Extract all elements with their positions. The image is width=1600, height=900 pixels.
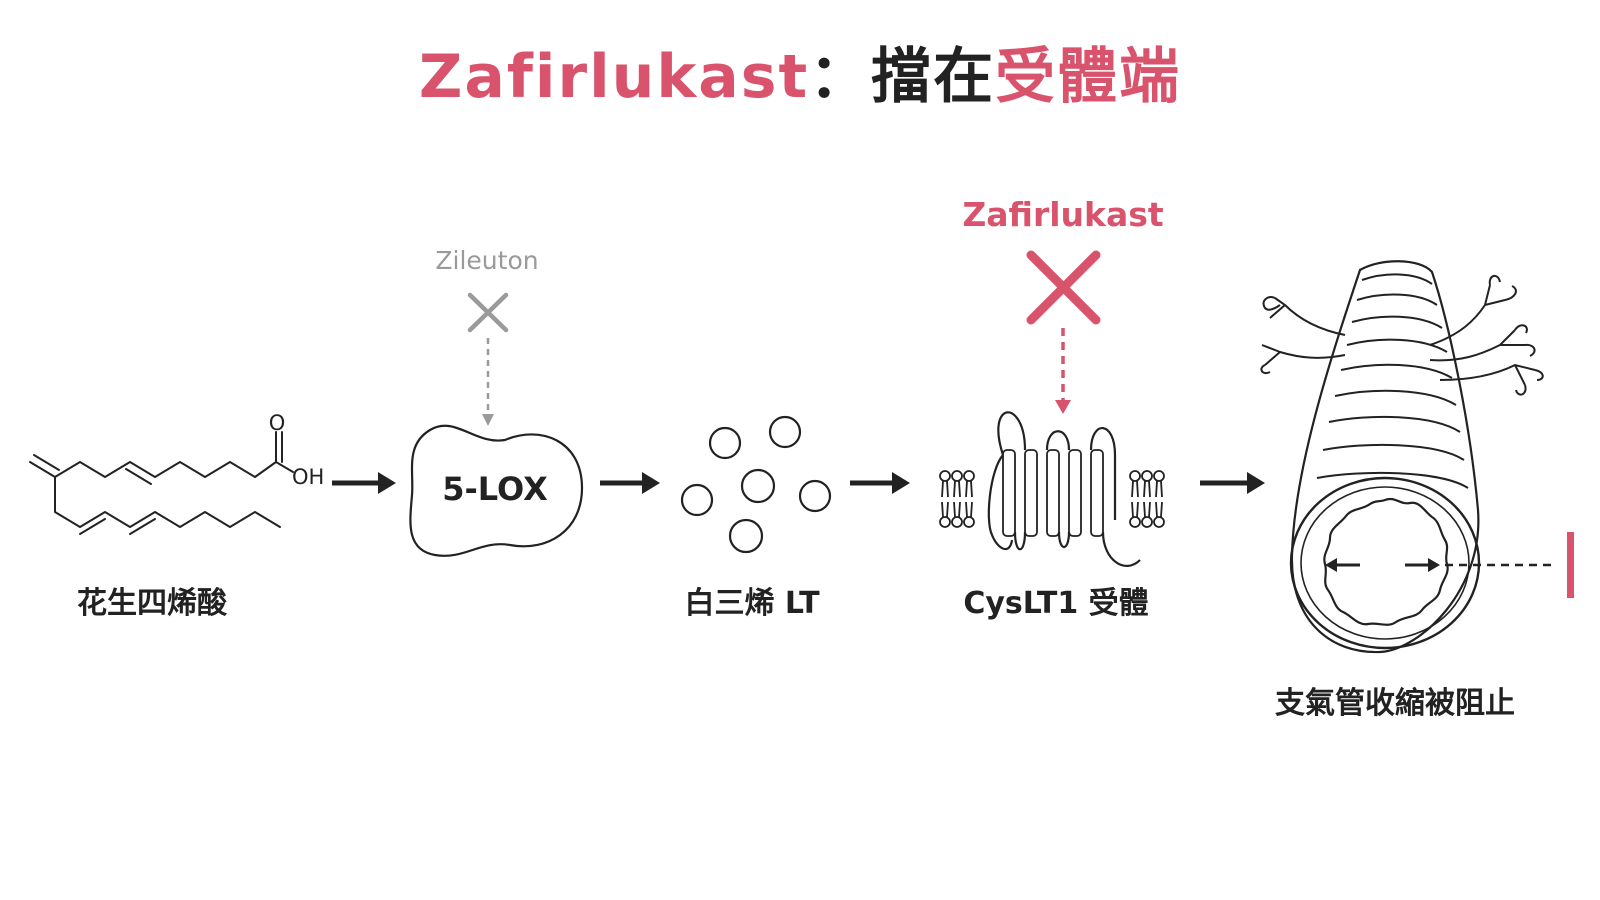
leukotriene-molecules	[680, 415, 832, 554]
membrane-left	[939, 470, 975, 528]
membrane-right	[1129, 470, 1165, 528]
bronchus-graphic	[1260, 260, 1544, 654]
zileuton-x-icon	[467, 292, 509, 333]
hydroxyl-group: OH	[292, 465, 324, 489]
stop-bar	[1567, 532, 1574, 598]
inhibitor-label-zafirlukast: Zafirlukast	[962, 195, 1164, 234]
inhibitor-label-zileuton: Zileuton	[435, 246, 539, 275]
title-drug: Zafirlukast	[418, 42, 810, 112]
oxygen-atom: O	[269, 411, 286, 435]
5-lox-label: 5-LOX	[442, 470, 548, 508]
title-separator: ：	[809, 42, 872, 112]
stage-label-bronchus: 支氣管收縮被阻止	[1275, 686, 1515, 721]
cyslt1-receptor-graphic	[939, 411, 1165, 567]
flow-arrows	[332, 472, 1265, 494]
stage-label-cyslt1-receptor: CysLT1 受體	[963, 586, 1149, 621]
5-lox-enzyme-shape	[409, 424, 584, 557]
page-title: Zafirlukast：擋在受體端	[0, 28, 1600, 115]
zafirlukast-x-icon	[1026, 250, 1101, 325]
title-verb: 擋在	[871, 42, 996, 112]
stage-label-leukotrienes: 白三烯 LT	[684, 586, 820, 621]
stage-label-arachidonic-acid: 花生四烯酸	[77, 586, 227, 621]
arachidonic-acid-structure	[29, 431, 294, 535]
title-target: 受體端	[995, 42, 1182, 112]
